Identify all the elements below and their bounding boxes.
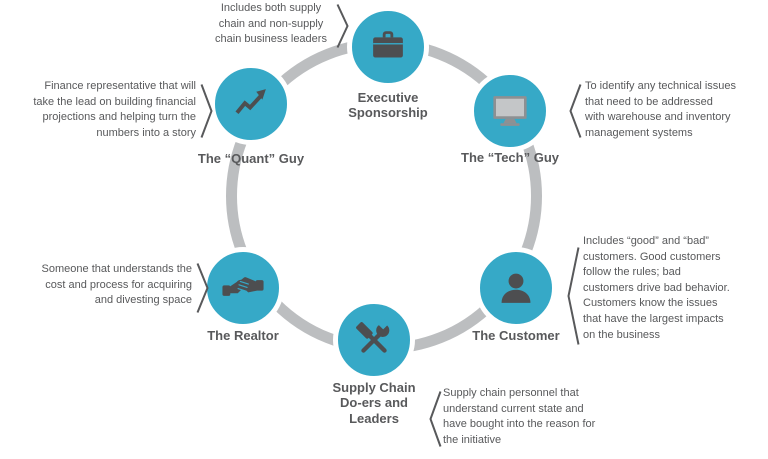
node-label-customer: The Customer (472, 328, 560, 343)
annotation-tech-guy: To identify any technical issues that ne… (585, 80, 737, 139)
node-realtor (202, 247, 284, 329)
annotation-executive-sponsorship: Includes both supply chain and non-suppl… (215, 2, 327, 46)
monitor-icon (493, 96, 527, 126)
tools-icon (356, 319, 390, 353)
node-label-tech-guy: The “Tech” Guy (461, 150, 559, 165)
node-label-supply-chain-doers: Supply Chain Do-ers and Leaders (332, 380, 416, 426)
node-supply-chain-doers (333, 299, 415, 381)
node-label-executive-sponsorship: Executive Sponsorship (348, 90, 428, 121)
node-executive-sponsorship (347, 6, 429, 88)
node-tech-guy (469, 70, 551, 152)
chevron-right-quant-guy (200, 83, 213, 139)
annotation-realtor: Someone that understands the cost and pr… (41, 263, 192, 307)
annotation-quant-guy: Finance representative that will take th… (33, 80, 196, 139)
chart-growth-icon (235, 89, 266, 114)
chevron-left-customer (567, 246, 580, 346)
chevron-right-executive (336, 3, 349, 49)
person-icon (501, 273, 531, 303)
handshake-icon (222, 277, 264, 296)
node-quant-guy (210, 63, 292, 145)
node-label-quant-guy: The “Quant” Guy (197, 151, 305, 166)
annotation-customer: Includes “good” and “bad” customers. Goo… (583, 235, 730, 341)
node-label-realtor: The Realtor (207, 328, 279, 343)
chevron-right-realtor (196, 262, 209, 314)
node-customer (475, 247, 557, 329)
chevron-left-supply-chain (429, 390, 442, 448)
chevron-left-tech-guy (569, 83, 582, 139)
briefcase-icon (373, 31, 403, 58)
annotation-supply-chain-doers: Supply chain personnel that understand c… (443, 387, 596, 446)
